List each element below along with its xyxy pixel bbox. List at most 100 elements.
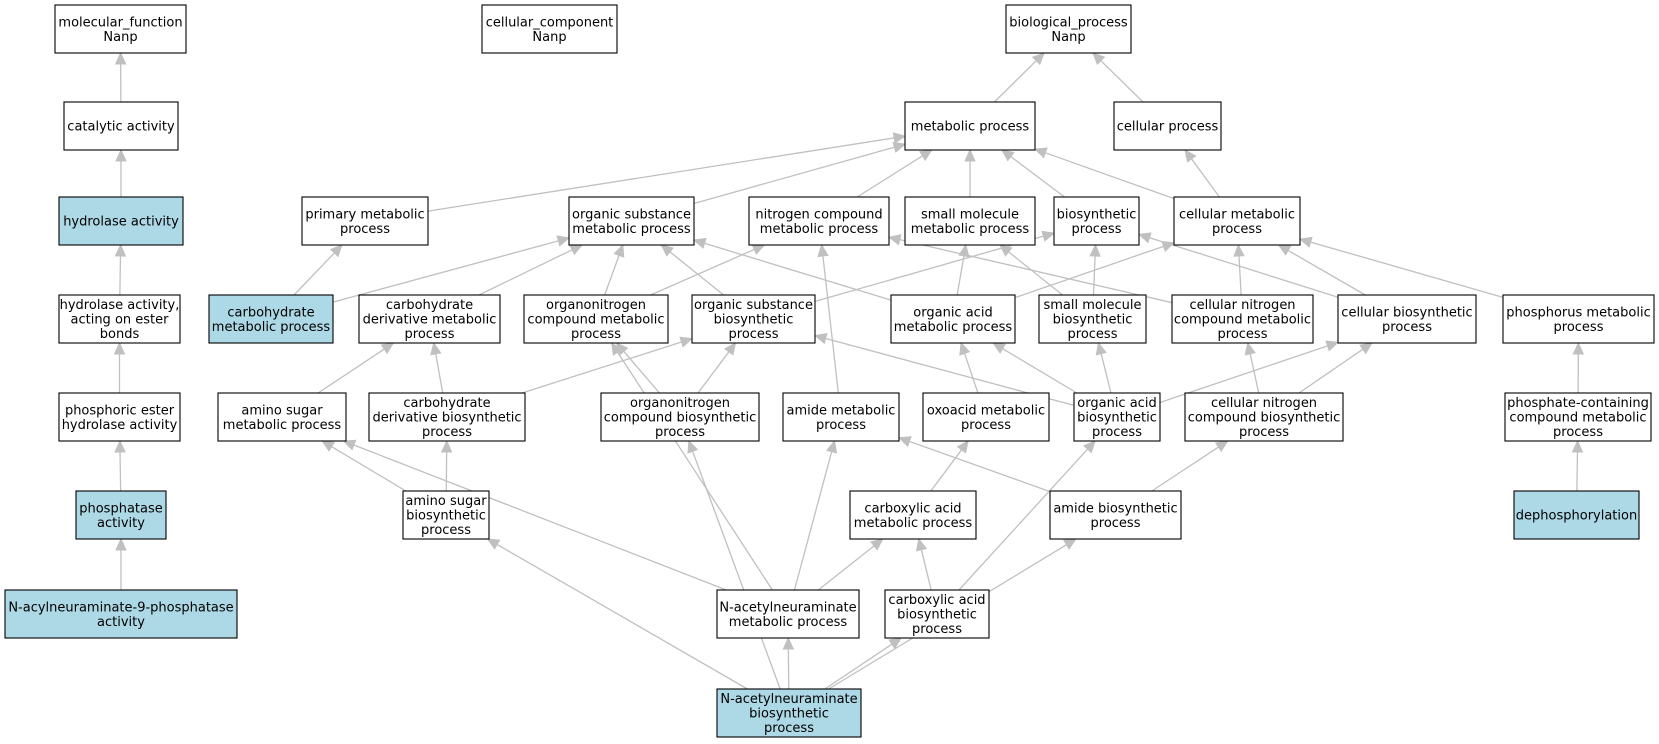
edge-line xyxy=(427,137,895,212)
arrowhead xyxy=(380,342,395,355)
edge-line xyxy=(822,255,839,394)
node-label-line: derivative metabolic xyxy=(363,313,497,328)
node-label-line: metabolic process xyxy=(572,222,691,237)
node-label-line: activity xyxy=(97,615,145,630)
go-term-node-cell[interactable]: cellular process xyxy=(1113,101,1222,151)
go-term-node-met[interactable]: metabolic process xyxy=(904,101,1036,151)
node-label-line: biosynthetic xyxy=(406,509,486,524)
edge-line xyxy=(1092,255,1096,296)
edge-neumet-to-aminosug xyxy=(342,439,727,591)
arrowhead xyxy=(113,341,126,355)
edge-line xyxy=(1002,348,1078,394)
edge-line xyxy=(478,249,573,296)
arrowhead xyxy=(613,243,625,258)
node-box xyxy=(301,196,429,246)
edge-neubios-to-aminosugbios xyxy=(486,538,748,690)
node-box xyxy=(1005,4,1132,54)
arrowhead xyxy=(115,537,127,551)
edge-line xyxy=(909,440,1051,493)
node-label-line: activity xyxy=(97,516,145,531)
node-box xyxy=(402,490,490,540)
edge-amide-to-nitro xyxy=(817,243,839,394)
arrowhead xyxy=(329,244,343,258)
edge-cellbios-to-cellmet xyxy=(1277,244,1366,296)
node-label-line: phosphorus metabolic xyxy=(1506,305,1650,320)
edge-oxo-to-orgacid xyxy=(959,341,979,394)
arrowhead xyxy=(1233,243,1245,257)
edge-line xyxy=(331,446,407,492)
node-label-line: biosynthetic xyxy=(1057,207,1137,222)
arrowhead xyxy=(556,235,571,247)
node-box xyxy=(523,294,669,344)
node-box xyxy=(1049,490,1182,540)
arrowhead xyxy=(992,342,1006,354)
arrowhead xyxy=(1089,243,1101,257)
arrowhead xyxy=(692,237,707,249)
node-label-line: process xyxy=(764,721,814,736)
node-label-line: N-acetylneuraminate xyxy=(720,692,857,707)
node-label-line: process xyxy=(421,523,471,538)
edge-layer xyxy=(113,51,1585,690)
go-term-node-hyd[interactable]: hydrolase activity xyxy=(58,196,184,246)
edge-carb-to-orgsub xyxy=(332,235,571,303)
go-term-node-cat[interactable]: catalytic activity xyxy=(63,101,179,151)
node-label-line: hydrolase activity, xyxy=(60,298,180,313)
edge-cell-to-bp xyxy=(1092,52,1144,103)
node-label-line: metabolic process xyxy=(894,320,1013,335)
node-label-line: metabolic process xyxy=(223,418,342,433)
arrowhead xyxy=(1063,538,1077,550)
node-label-line: carboxylic acid xyxy=(888,593,985,608)
node-label-line: biological_process xyxy=(1009,15,1128,30)
node-label-line: carboxylic acid xyxy=(864,501,961,516)
edge-carbderbios-to-orgsubbios xyxy=(521,336,694,394)
node-box xyxy=(217,392,347,442)
node-box xyxy=(208,294,334,344)
edge-line xyxy=(920,549,932,591)
node-label-line: compound biosynthetic xyxy=(604,411,757,426)
arrowhead xyxy=(114,439,126,453)
go-term-node-dephos[interactable]: dephosphorylation xyxy=(1513,490,1640,540)
node-label-line: oxoacid metabolic xyxy=(927,403,1045,418)
node-label-line: amino sugar xyxy=(405,494,487,509)
arrowhead xyxy=(825,439,838,454)
edge-line xyxy=(617,351,773,591)
arrowhead xyxy=(1298,236,1313,248)
